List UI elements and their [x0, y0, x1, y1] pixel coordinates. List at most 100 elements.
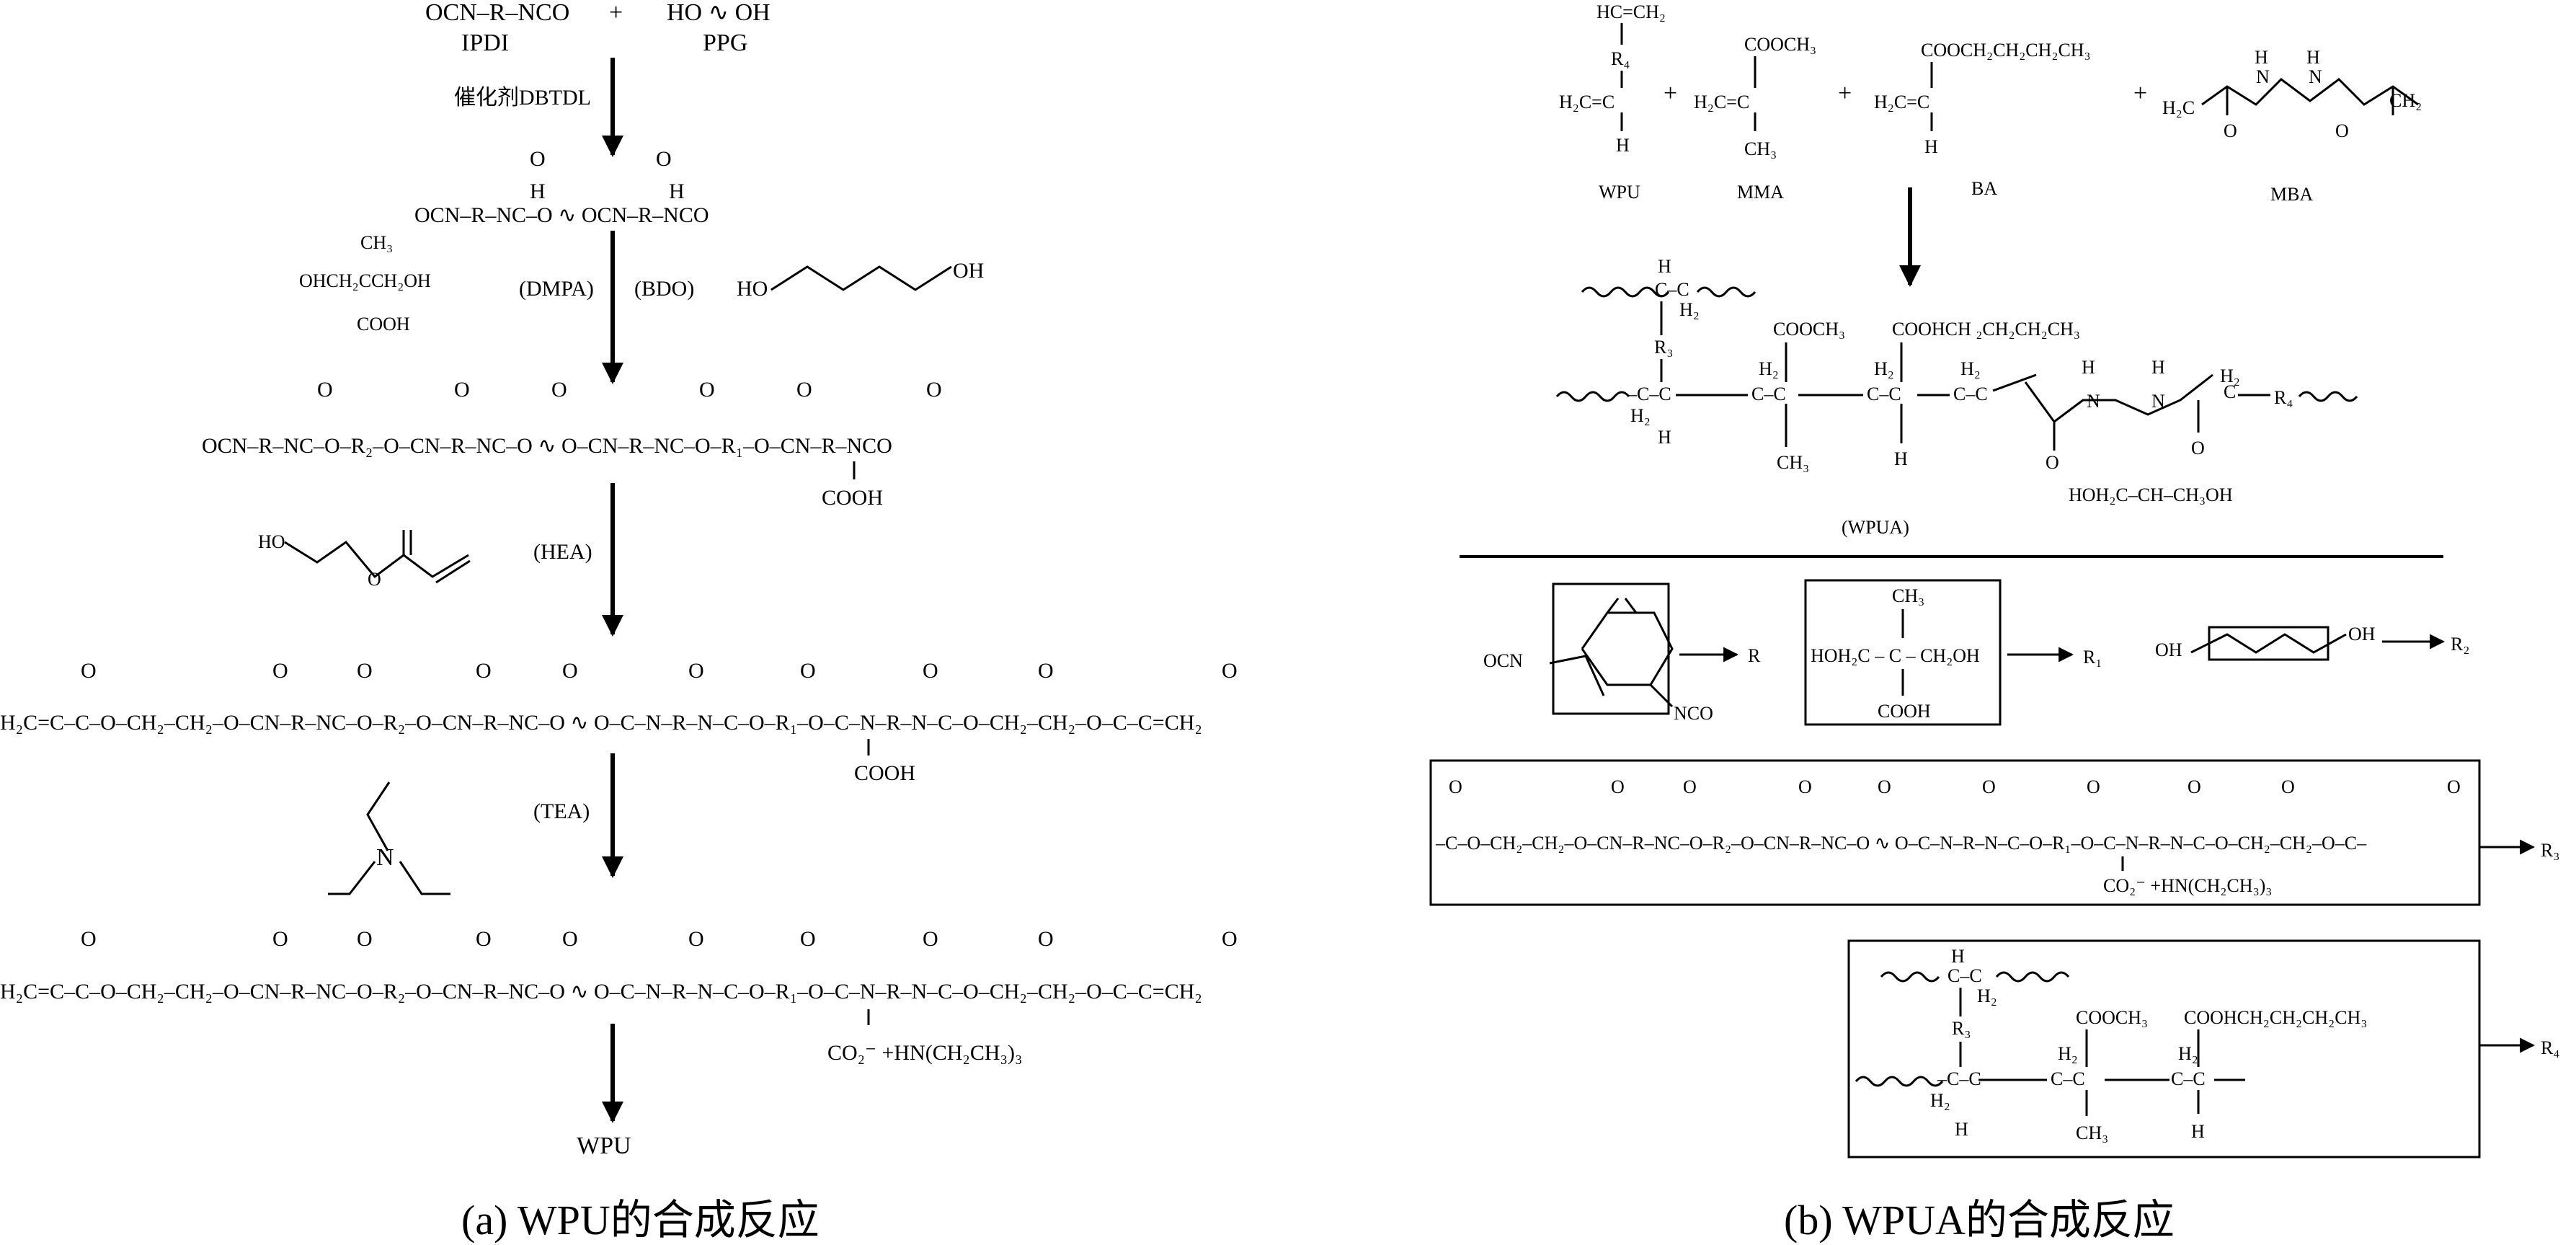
step2-carbonyl-o: O — [796, 378, 812, 402]
wpua-r4: R₄ — [2274, 387, 2293, 408]
chain-carbonyl-o: O — [2447, 776, 2461, 797]
wpua-r3: R₃ — [1654, 337, 1673, 358]
dmpa-cooh: COOH — [357, 314, 410, 334]
mba-n1: N — [2256, 66, 2270, 87]
wpua-c3-h: H — [1894, 448, 1908, 469]
step3-carbonyl-o: O — [1222, 659, 1238, 683]
panel-b: HC=CH₂ R₄ H₂C=C H + COOCH₃ H₂C=C CH₃ + C… — [1429, 1, 2559, 1244]
step3-cooh: COOH — [854, 761, 915, 785]
step3-carbonyl-o: O — [562, 659, 578, 683]
chain-carbonyl-o: O — [1683, 776, 1697, 797]
mma-top: COOCH₃ — [1744, 34, 1816, 55]
ipdi-formula: OCN–R–NCO — [425, 0, 569, 26]
wpua-wavy-right — [2298, 391, 2358, 402]
plus-sign: + — [609, 0, 623, 26]
wpua-c2-h2: H₂ — [1759, 358, 1779, 379]
step4-carbonyl-o: O — [81, 927, 97, 951]
step4-product: H₂C=C–C–O–CH₂–CH₂–O–CN–R–NC–O–R₂–O–CN–R–… — [0, 980, 1202, 1003]
label-wpu: WPU — [1599, 182, 1640, 203]
poly-wavy-top-r — [1995, 971, 2070, 983]
wpua-wavy-left — [1555, 391, 1630, 402]
chain-carbonyl-o: O — [1611, 776, 1625, 797]
wpua-wavy-top — [1581, 286, 1670, 298]
step4-carbonyl-o: O — [562, 927, 578, 951]
hea-skeleton — [284, 540, 469, 579]
hea-ho: HO — [258, 531, 285, 552]
mba-left: H₂C — [2162, 97, 2195, 118]
wpua-side: HOH₂C–CH–CH₃OH — [2069, 484, 2233, 505]
legend-r3: R₃ — [2541, 840, 2559, 861]
ipdi-ocn: OCN — [1483, 650, 1523, 671]
caption-a: (a) WPU的合成反应 — [461, 1197, 820, 1244]
poly-c2-h2: H₂ — [2058, 1043, 2078, 1064]
wpua-c3-h2: H₂ — [1874, 358, 1894, 379]
poly-top-h2: H₂ — [1977, 985, 1997, 1006]
step2-carbonyl-o: O — [454, 378, 470, 402]
poly-c1-h2: H₂ — [1930, 1090, 1950, 1111]
poly-c3-h2: H₂ — [2178, 1043, 2198, 1064]
step1-product: OCN–R–NC–O ∿ OCN–R–NCO — [414, 203, 709, 227]
step1-carbonyl-h2: H — [669, 180, 685, 203]
step3-carbonyl-o: O — [923, 659, 938, 683]
tea-arm-up — [366, 781, 391, 851]
step3-carbonyl-o: O — [357, 659, 373, 683]
wpua-h2b: H₂ — [2220, 365, 2240, 386]
bdo-label: (BDO) — [634, 277, 694, 301]
step3-carbonyl-o: O — [688, 659, 704, 683]
mba-nh1: H — [2255, 47, 2268, 68]
mba-nh2: H — [2306, 47, 2320, 68]
poly-wavy-left — [1855, 1076, 1944, 1087]
ipdi-ring — [1606, 598, 1620, 613]
chain-carbonyl-o: O — [2188, 776, 2201, 797]
ba-top: COOCH₂CH₂CH₂CH₃ — [1921, 40, 2091, 61]
wpu-bottom: H₂C=C — [1559, 92, 1615, 112]
dmpa-label: (DMPA) — [519, 277, 594, 301]
ipdi-ring — [1624, 598, 1638, 613]
wpua-c2: C–C — [1751, 384, 1786, 404]
bdo-box-oh-left: OH — [2155, 639, 2182, 660]
wpua-amide — [2024, 373, 2213, 424]
mba-skeleton — [2201, 78, 2419, 106]
dmpa-mid: OHCH₂CCH₂OH — [299, 270, 431, 291]
caption-b: (b) WPUA的合成反应 — [1784, 1197, 2175, 1244]
step2-carbonyl-o: O — [699, 378, 715, 402]
dmpa-box-mid: HOH₂C – C – CH₂OH — [1811, 645, 1980, 666]
ba-bottom: H — [1924, 136, 1938, 157]
chain-carbonyl-o: O — [1878, 776, 1891, 797]
plus-3: + — [2133, 80, 2147, 107]
poly-top: C–C — [1947, 965, 1982, 986]
wpu-top: HC=CH₂ — [1596, 1, 1666, 22]
plus-2: + — [1838, 80, 1852, 107]
final-product: WPU — [577, 1133, 631, 1159]
ppg-label: PPG — [703, 30, 747, 56]
step4-carbonyl-o: O — [272, 927, 288, 951]
mba-right: CH₂ — [2389, 90, 2422, 111]
step3-carbonyl-o: O — [800, 659, 816, 683]
bdo-oh: OH — [953, 259, 984, 283]
mba-o1: O — [2224, 120, 2237, 141]
step4-carbonyl-o: O — [800, 927, 816, 951]
poly-box — [1847, 939, 2481, 1158]
hea-o: O — [368, 569, 381, 590]
plus-1: + — [1664, 80, 1677, 107]
wpu-h: H — [1616, 135, 1630, 156]
chain-salt: CO₂⁻ +HN(CH₂CH₃)₃ — [2103, 875, 2272, 896]
wpua-ch3: CH₃ — [1777, 452, 1809, 473]
poly-c3-h: H — [2191, 1121, 2205, 1142]
chain-carbonyl-o: O — [1449, 776, 1462, 797]
wpua-c1: –C–C — [1627, 384, 1671, 404]
ipdi-ring — [1581, 611, 1674, 686]
chain-box — [1429, 759, 2481, 906]
step3-carbonyl-o: O — [476, 659, 492, 683]
step4-salt: CO₂⁻ +HN(CH₂CH₃)₃ — [827, 1041, 1022, 1065]
ipdi-ring — [1649, 683, 1674, 708]
chain-carbonyl-o: O — [2281, 776, 2295, 797]
step1-carbonyl-o1: O — [530, 147, 546, 171]
step4-carbonyl-o: O — [357, 927, 373, 951]
ipdi-nco: NCO — [1674, 703, 1713, 724]
wpua-wavy-top-r — [1696, 286, 1756, 298]
step3-carbonyl-o: O — [272, 659, 288, 683]
poly-c3: C–C — [2171, 1068, 2206, 1089]
hea-double — [435, 559, 471, 584]
